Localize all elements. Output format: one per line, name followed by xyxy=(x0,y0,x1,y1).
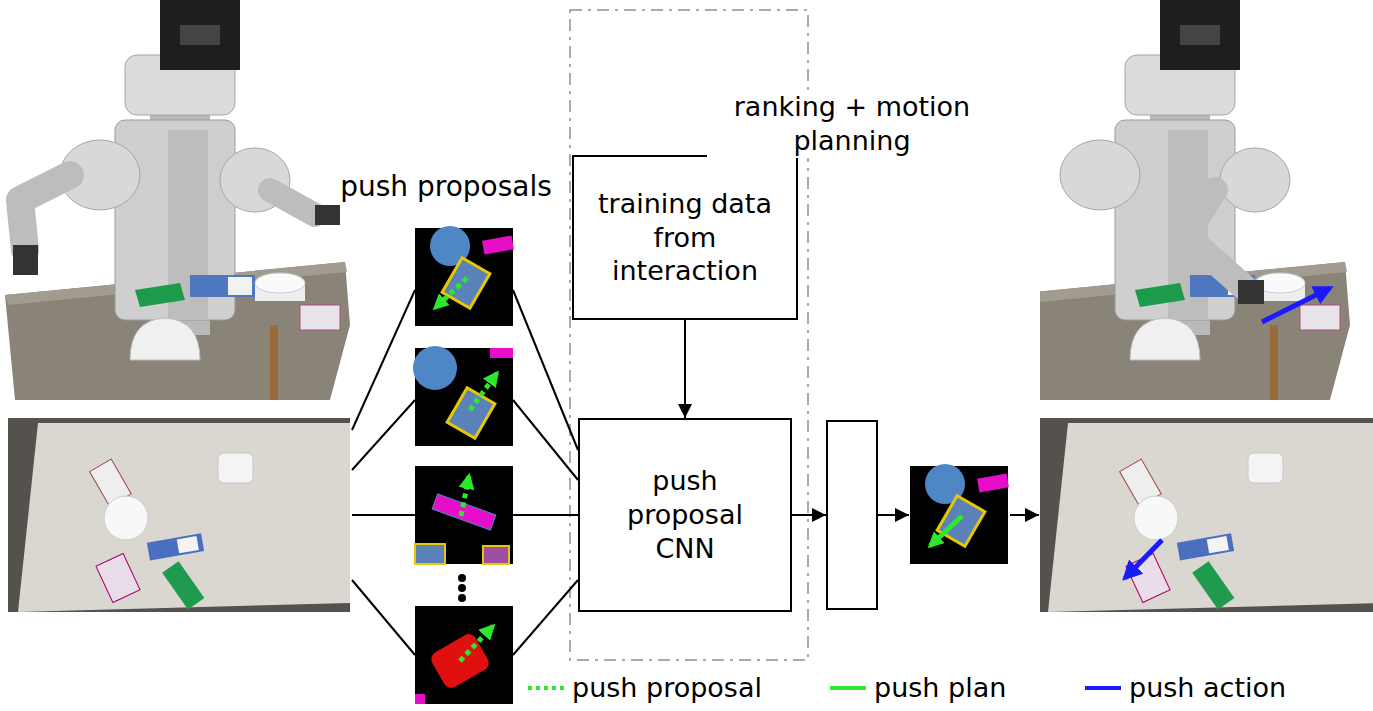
fan-line xyxy=(352,400,415,470)
push-plan-thumbnail xyxy=(930,516,962,546)
push-proposal-thumbnail xyxy=(413,346,513,446)
push-proposal-thumbnail xyxy=(415,544,445,564)
robot-photo xyxy=(13,245,38,275)
robot-photo xyxy=(5,0,350,400)
table-photo xyxy=(1040,418,1373,612)
robot-photo xyxy=(315,205,340,225)
push-action-arrow xyxy=(1125,540,1162,578)
ranking-box: ranking + motion planning xyxy=(826,420,878,610)
robot-photo xyxy=(130,273,340,360)
fan-line xyxy=(352,290,578,655)
legend-line xyxy=(1085,686,1121,690)
push-action-arrow xyxy=(1125,540,1162,578)
robot-photo xyxy=(1040,0,1350,400)
fan-line xyxy=(513,400,578,480)
table-photo xyxy=(8,418,350,612)
push-proposal-thumbnail xyxy=(413,346,457,390)
connector-arrow xyxy=(684,320,686,418)
box-heading: ranking + motion planning xyxy=(707,90,997,158)
fan-line xyxy=(513,290,578,450)
robot-photo xyxy=(1238,280,1264,304)
box-label: push proposal CNN xyxy=(610,464,760,565)
ellipsis-dots xyxy=(458,584,466,592)
legend-sample xyxy=(526,682,566,694)
legend-line xyxy=(830,686,866,690)
legend-text: push action xyxy=(1129,672,1286,704)
push-proposal-thumbnail xyxy=(415,466,513,564)
push-proposal-thumbnail xyxy=(447,388,495,439)
push-proposal-thumbnail xyxy=(460,626,493,661)
robot-photo xyxy=(1185,190,1245,288)
fan-line xyxy=(352,514,415,516)
push-proposal-thumbnail xyxy=(470,373,497,410)
box-label: training data from interaction xyxy=(580,187,790,288)
legend-item: push action xyxy=(1083,672,1286,704)
robot-photo xyxy=(270,190,315,215)
fan-line xyxy=(352,290,415,430)
push-proposal-thumbnail xyxy=(415,606,513,704)
push-proposal-thumbnail xyxy=(461,476,469,516)
robot-photo xyxy=(1040,0,1350,400)
push-proposal-thumbnail xyxy=(415,226,514,326)
legend-item: push proposal xyxy=(526,672,762,704)
legend-line xyxy=(528,686,564,690)
push-plan-thumbnail xyxy=(910,464,1009,564)
fan-line xyxy=(352,580,415,655)
legend-text: push plan xyxy=(874,672,1006,704)
push-proposal-thumbnail xyxy=(435,278,467,308)
legend-item: push plan xyxy=(828,672,1006,704)
robot-photo xyxy=(5,0,350,400)
flow-arrow xyxy=(1010,514,1039,516)
push-proposal-thumbnail xyxy=(415,226,514,326)
process-box: training data from interaction xyxy=(572,155,798,320)
push-action-arrow xyxy=(1262,288,1330,322)
table-photo xyxy=(8,418,350,612)
push-action-arrow xyxy=(1262,288,1330,322)
ellipsis-dots xyxy=(458,574,466,582)
ellipsis-dots xyxy=(458,574,466,602)
push-proposal-thumbnail xyxy=(483,546,509,564)
fan-line xyxy=(513,580,578,655)
push-proposal-thumbnail xyxy=(415,466,513,564)
push-proposal-thumbnail xyxy=(415,606,513,704)
ellipsis-dots xyxy=(458,594,466,602)
push-plan-thumbnail xyxy=(910,464,1009,564)
robot-photo xyxy=(1040,0,1350,400)
legend-sample xyxy=(828,682,868,694)
process-box: push proposal CNN xyxy=(578,418,792,612)
table-photo xyxy=(1040,418,1373,612)
push-proposal-thumbnail xyxy=(490,348,513,358)
annotation-label: push proposals xyxy=(331,170,561,204)
flow-arrow xyxy=(878,514,909,516)
legend-sample xyxy=(1083,682,1123,694)
legend-text: push proposal xyxy=(572,672,762,704)
robot-photo xyxy=(20,175,70,250)
connector-arrow xyxy=(792,514,826,516)
fan-line xyxy=(513,514,578,516)
push-proposal-thumbnail xyxy=(415,694,425,704)
